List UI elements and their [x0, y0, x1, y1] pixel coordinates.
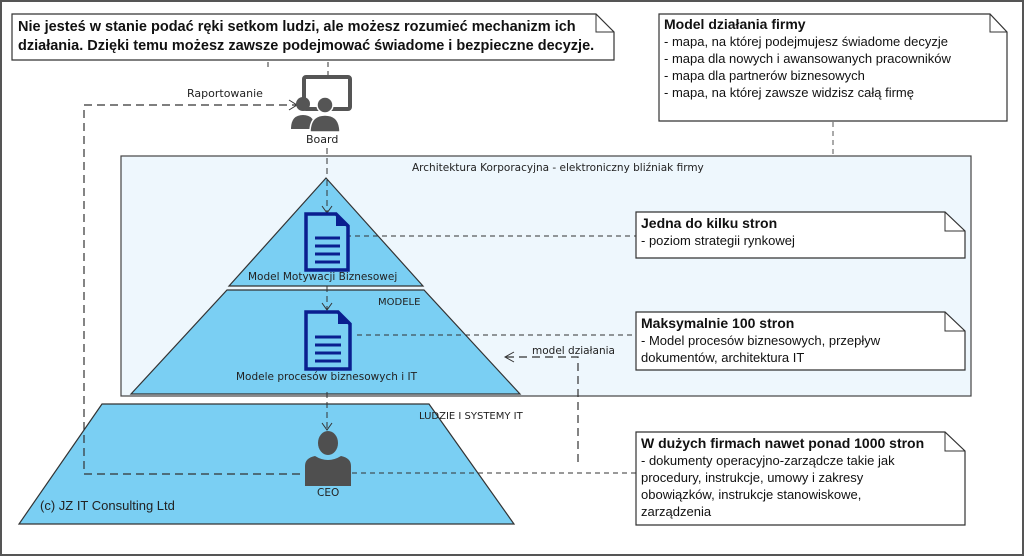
model-note[interactable]: Model działania firmy - mapa, na której …: [664, 16, 951, 101]
note-operations-line: obowiązków, instrukcje stanowiskowe,: [641, 487, 862, 502]
note-strategy-line: - poziom strategii rynkowej: [641, 233, 795, 248]
pyramid-level-people-systems[interactable]: [17, 403, 516, 525]
people-systems-tag: LUDZIE I SYSTEMY IT: [419, 411, 523, 422]
reporting-label: Raportowanie: [187, 87, 263, 100]
model-note-item: - mapa, na której zawsze widzisz całą fi…: [664, 85, 914, 100]
arrowhead-model-flow: [503, 351, 515, 363]
note-operations-title: W dużych firmach nawet ponad 1000 stron: [641, 435, 925, 451]
note-models-title: Maksymalnie 100 stron: [641, 315, 795, 331]
top-note-line-2: działania. Dzięki temu możesz zawsze pod…: [18, 38, 595, 54]
note-operations[interactable]: W dużych firmach nawet ponad 1000 stron …: [641, 435, 924, 520]
copyright-label: (c) JZ IT Consulting Ltd: [40, 498, 175, 513]
connector-model-flow: [506, 356, 579, 462]
top-note-shape: [11, 13, 615, 61]
person-icon-ceo[interactable]: [305, 431, 351, 486]
note-strategy[interactable]: Jedna do kilku stron - poziom strategii …: [641, 215, 795, 249]
board-label: Board: [306, 133, 339, 146]
container-title: Architektura Korporacyjna - elektroniczn…: [412, 162, 704, 174]
note2-shape: [635, 311, 966, 371]
model-note-title: Model działania firmy: [664, 16, 806, 32]
model-flow-label: model działania: [532, 345, 615, 357]
model-note-item: - mapa, na której podejmujesz świadome d…: [664, 34, 948, 49]
note-models[interactable]: Maksymalnie 100 stron - Model procesów b…: [641, 315, 880, 366]
note-models-line: dokumentów, architektura IT: [641, 350, 805, 365]
arrowhead-doc2: [321, 302, 333, 311]
document-icon-motivation[interactable]: [304, 212, 350, 272]
note-operations-line: zarządzenia: [641, 504, 712, 519]
process-models-label: Modele procesów biznesowych i IT: [236, 371, 417, 383]
note-strategy-title: Jedna do kilku stron: [641, 215, 778, 231]
note3-shape: [635, 431, 966, 526]
presenter-board-icon[interactable]: [291, 75, 352, 133]
model-note-shape: [658, 13, 1008, 122]
model-note-item: - mapa dla nowych i awansowanych pracown…: [664, 51, 951, 66]
arrowhead-ceo: [321, 422, 333, 431]
document-icon-processes[interactable]: [304, 310, 352, 371]
models-tag: MODELE: [378, 297, 421, 308]
motivation-model-label: Model Motywacji Biznesowej: [248, 271, 398, 283]
note1-shape: [635, 211, 966, 259]
model-note-item: - mapa dla partnerów biznesowych: [664, 68, 865, 83]
top-note-line-1: Nie jesteś w stanie podać ręki setkom lu…: [18, 19, 576, 35]
note-models-line: - Model procesów biznesowych, przepływ: [641, 333, 881, 348]
note-operations-line: procedury, instrukcje, umowy i zakresy: [641, 470, 864, 485]
note-operations-line: - dokumenty operacyjno-zarządcze takie j…: [641, 453, 895, 468]
connector-reporting: [83, 104, 300, 475]
ceo-label: CEO: [317, 487, 340, 499]
top-note[interactable]: Nie jesteś w stanie podać ręki setkom lu…: [18, 18, 594, 56]
